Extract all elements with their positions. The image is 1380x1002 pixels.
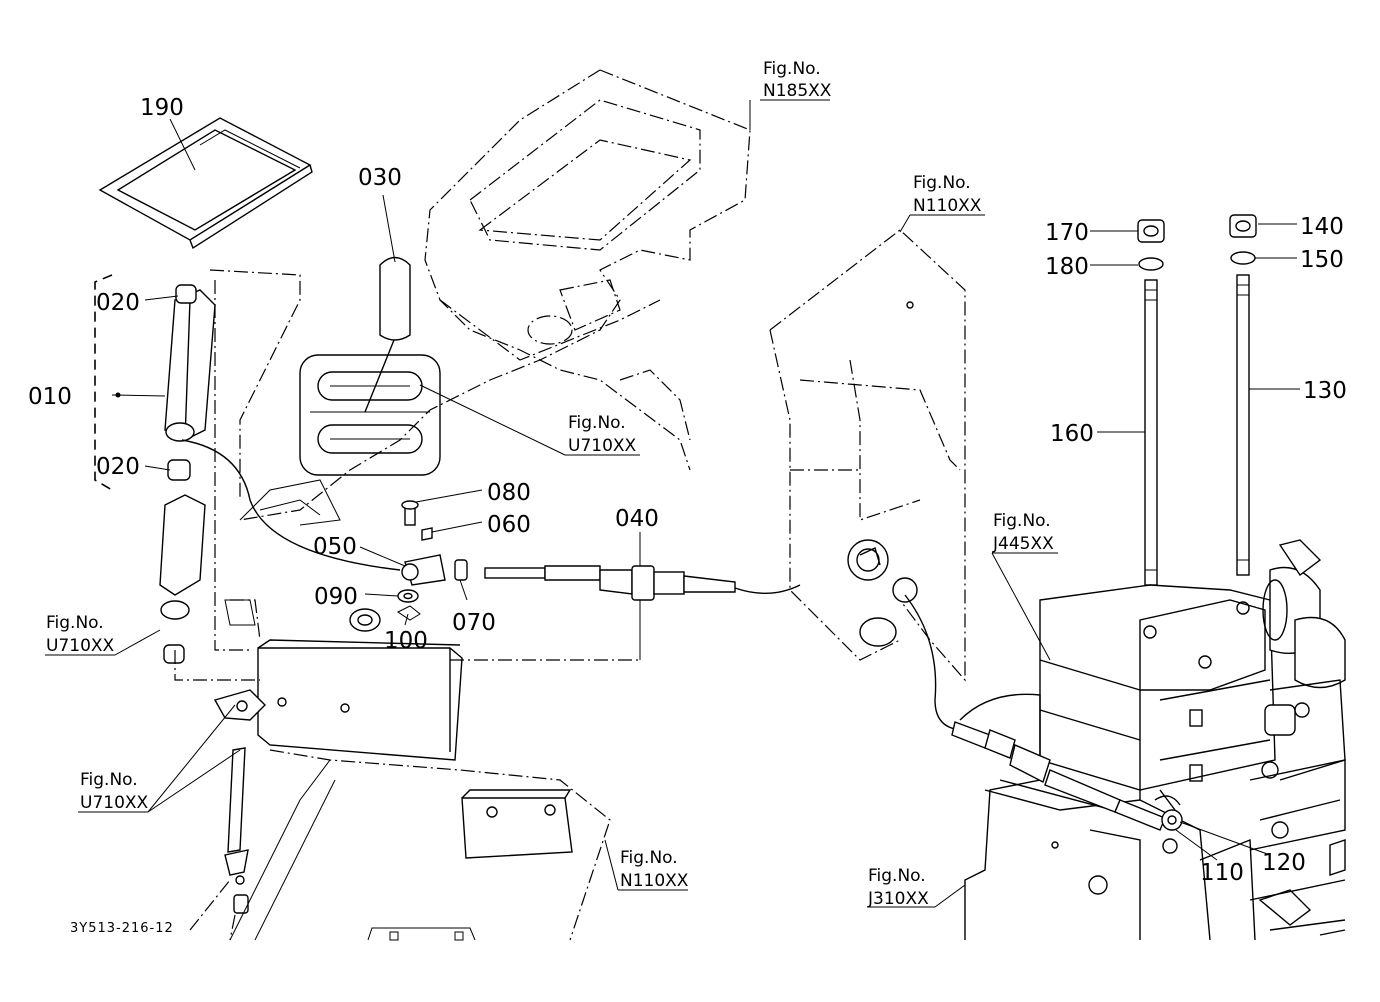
figure-references: Fig.No. N185XX Fig.No. N110XX Fig.No. U7…	[46, 59, 1054, 909]
fig-ref-u710-mid-prefix: Fig.No.	[568, 413, 626, 433]
lever-assembly-group	[94, 269, 301, 664]
label-080: 080	[487, 480, 531, 506]
label-020-top: 020	[96, 290, 140, 316]
fig-ref-n185: N185XX	[763, 81, 832, 101]
fig-ref-n185-prefix: Fig.No.	[763, 59, 821, 79]
drawing-code: 3Y513-216-12	[70, 921, 174, 936]
label-140: 140	[1300, 214, 1344, 240]
fig-ref-u710-mid: U710XX	[568, 436, 637, 456]
fig-ref-n110-top: N110XX	[913, 196, 982, 216]
fig-ref-u710-low-prefix: Fig.No.	[80, 770, 138, 790]
label-060: 060	[487, 512, 531, 538]
fig-ref-n110-top-prefix: Fig.No.	[913, 173, 971, 193]
operator-manual	[98, 117, 313, 250]
label-130: 130	[1303, 378, 1347, 404]
label-170: 170	[1045, 220, 1089, 246]
fig-ref-n110-bottom: N110XX	[620, 871, 689, 891]
side-cover	[769, 229, 966, 731]
label-010: 010	[28, 384, 72, 410]
fig-ref-u710-low: U710XX	[80, 793, 149, 813]
leader-lines	[45, 99, 1300, 908]
fig-ref-j445: J445XX	[992, 534, 1054, 554]
label-030: 030	[358, 165, 402, 191]
shift-lever-knob	[364, 256, 411, 413]
cable-lower	[181, 439, 401, 571]
label-050: 050	[313, 534, 357, 560]
fig-ref-u710-left: U710XX	[46, 636, 115, 656]
mounting-bracket	[174, 599, 640, 761]
label-150: 150	[1300, 247, 1344, 273]
label-070: 070	[452, 610, 496, 636]
label-190: 190	[140, 95, 184, 121]
cable-joint	[397, 500, 468, 621]
fig-ref-n110-bottom-prefix: Fig.No.	[620, 848, 678, 868]
label-160: 160	[1050, 421, 1094, 447]
valve-cable	[951, 721, 1183, 854]
shift-gate	[239, 354, 441, 526]
label-100: 100	[384, 628, 428, 654]
label-040: 040	[615, 506, 659, 532]
fig-ref-u710-left-prefix: Fig.No.	[46, 613, 104, 633]
rods	[1137, 214, 1257, 586]
shift-cable	[484, 565, 801, 660]
part-labels: 190 030 020 010 020 080 060 050 040 090 …	[28, 95, 1347, 886]
label-090: 090	[314, 584, 358, 610]
dashboard-outline	[239, 69, 751, 521]
fig-ref-j310-prefix: Fig.No.	[868, 866, 926, 886]
link-rod	[189, 689, 266, 941]
label-110: 110	[1200, 860, 1244, 886]
floor-panel	[229, 749, 611, 941]
fig-ref-j445-prefix: Fig.No.	[993, 511, 1051, 531]
label-180: 180	[1045, 254, 1089, 280]
valve-block	[1039, 539, 1346, 931]
fig-ref-j310: J310XX	[867, 889, 929, 909]
label-120: 120	[1262, 850, 1306, 876]
label-020-bottom: 020	[96, 454, 140, 480]
